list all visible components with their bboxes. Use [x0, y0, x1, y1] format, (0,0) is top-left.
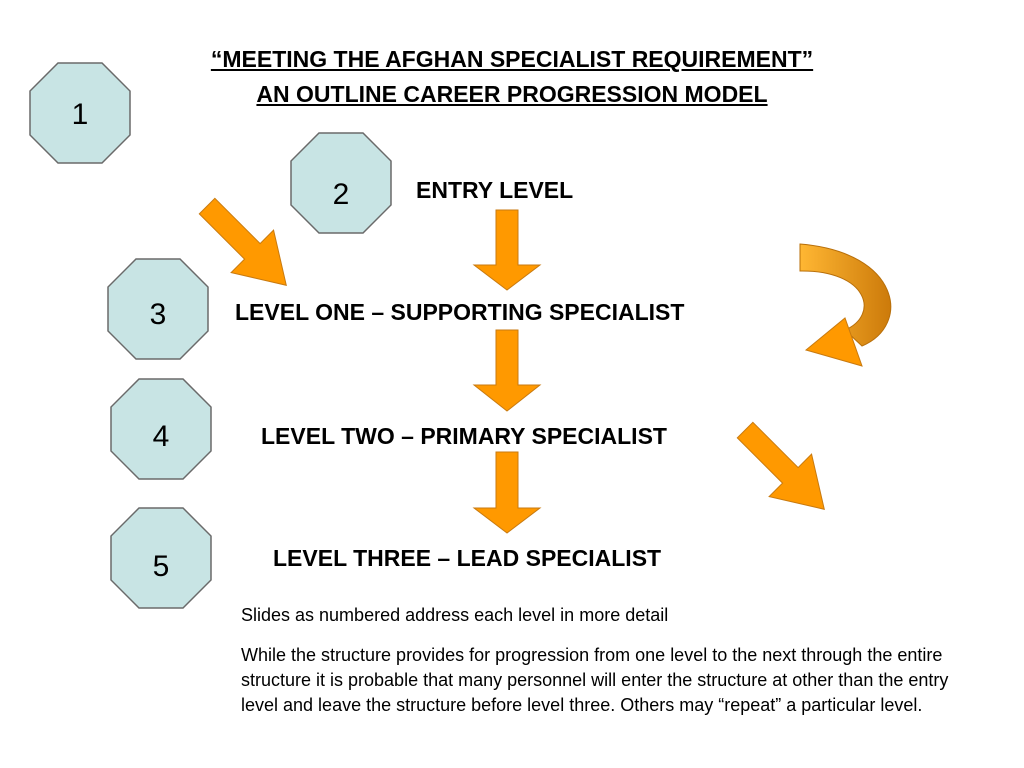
badge-number-3: 3	[150, 298, 167, 331]
octagon-badge-5: 5	[110, 507, 212, 609]
diagonal-exit-arrow	[736, 421, 825, 510]
down-arrow-one-to-two	[472, 329, 542, 412]
level-two-label: LEVEL TWO – PRIMARY SPECIALIST	[261, 423, 667, 449]
level-one-label: LEVEL ONE – SUPPORTING SPECIALIST	[235, 299, 685, 325]
note-paragraph: While the structure provides for progres…	[241, 645, 949, 715]
badge-number-2: 2	[333, 178, 350, 211]
level-three-label: LEVEL THREE – LEAD SPECIALIST	[273, 545, 662, 571]
down-arrow-entry-to-one	[472, 209, 542, 291]
entry-level-label: ENTRY LEVEL	[416, 177, 574, 203]
badge-number-1: 1	[72, 98, 89, 131]
down-arrow-two-to-three	[472, 451, 542, 534]
title-line-2: AN OUTLINE CAREER PROGRESSION MODEL	[256, 81, 768, 107]
curved-repeat-arrow	[799, 243, 892, 367]
octagon-badge-2: 2	[290, 132, 392, 234]
octagon-badge-4: 4	[110, 378, 212, 480]
title-line-1: “MEETING THE AFGHAN SPECIALIST REQUIREME…	[210, 46, 814, 72]
octagon-badge-1: 1	[29, 62, 131, 164]
note-line-1: Slides as numbered address each level in…	[241, 605, 669, 625]
badge-number-4: 4	[153, 420, 170, 453]
diagonal-entry-arrow	[198, 197, 287, 286]
badge-number-5: 5	[153, 550, 170, 583]
octagon-badge-3: 3	[107, 258, 209, 360]
